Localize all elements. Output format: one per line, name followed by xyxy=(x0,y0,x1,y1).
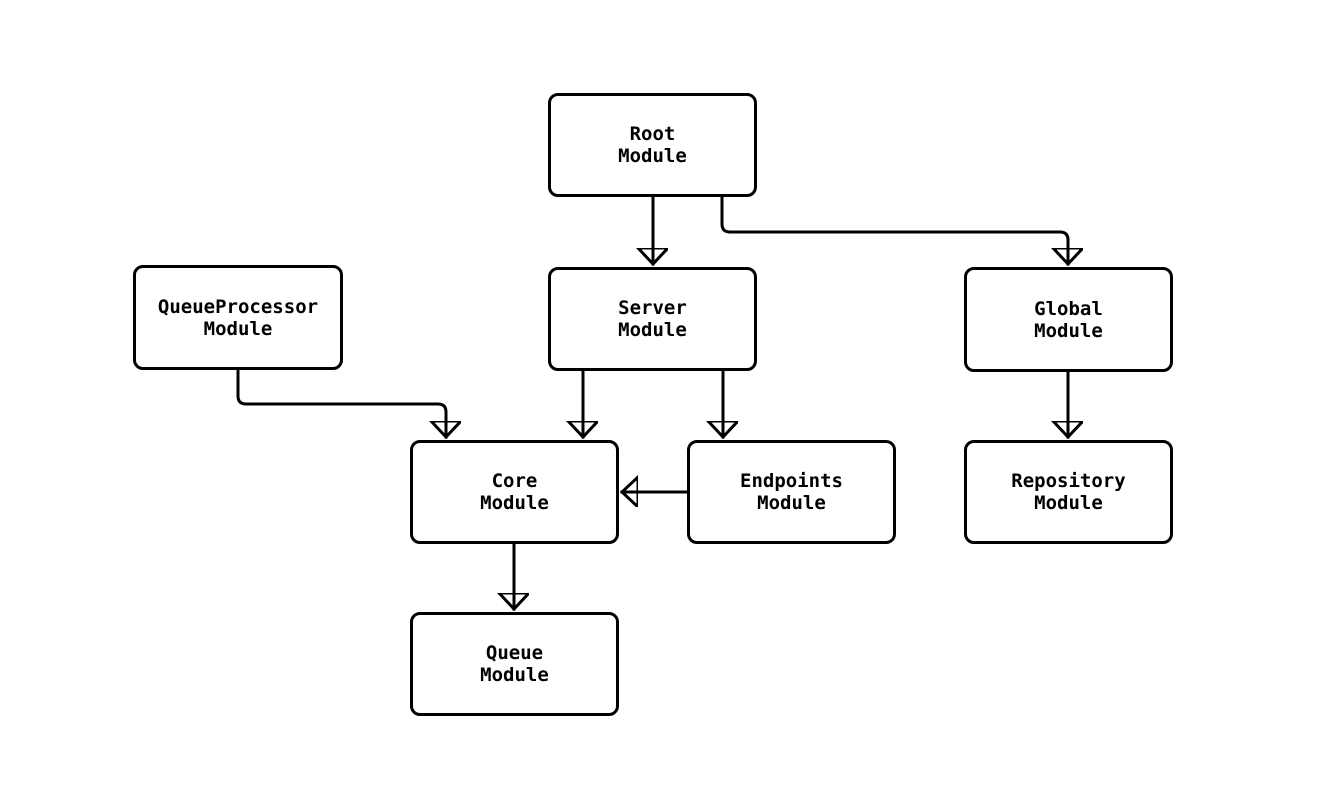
node-root-module-label: Root Module xyxy=(618,123,687,167)
node-global-module-label: Global Module xyxy=(1034,297,1103,342)
node-queue-module-label: Queue Module xyxy=(480,642,549,686)
node-root-module: Root Module xyxy=(548,93,757,197)
node-queue-module: Queue Module xyxy=(410,612,619,716)
edge-queueprocessor-to-core xyxy=(236,368,446,437)
node-endpoints-module-label: Endpoints Module xyxy=(740,470,843,514)
node-global-module: Global Module xyxy=(964,267,1173,372)
node-queueprocessor-module: QueueProcessor Module xyxy=(133,265,343,370)
node-server-module: Server Module xyxy=(548,267,757,371)
node-queueprocessor-module-label: QueueProcessor Module xyxy=(157,295,319,340)
node-server-module-label: Server Module xyxy=(618,297,687,341)
node-endpoints-module: Endpoints Module xyxy=(687,440,896,544)
node-core-module: Core Module xyxy=(410,440,619,544)
edge-root-to-global xyxy=(720,195,1068,264)
node-repository-module: Repository Module xyxy=(964,440,1173,544)
node-core-module-label: Core Module xyxy=(480,470,549,514)
node-repository-module-label: Repository Module xyxy=(1011,470,1126,514)
